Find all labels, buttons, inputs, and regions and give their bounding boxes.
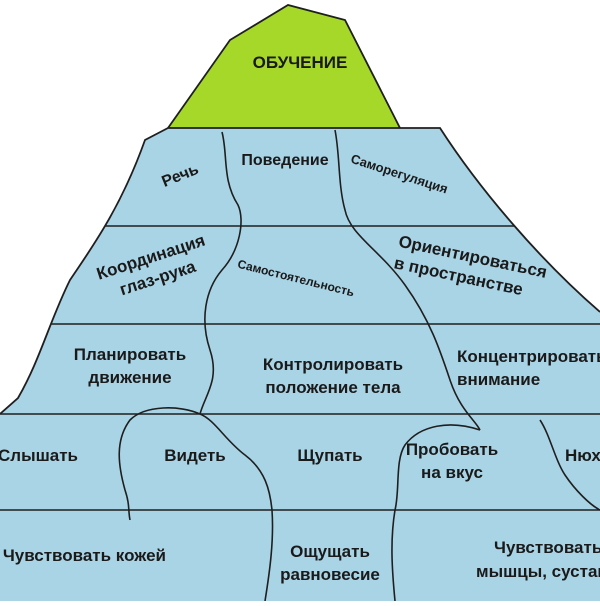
- label-skin: Чувствовать кожей: [3, 546, 166, 565]
- iceberg-outline: [0, 127, 600, 415]
- block-dividers: [118, 129, 600, 601]
- label-plan-movement-1: Планировать: [74, 345, 186, 364]
- label-taste-1: Пробовать: [406, 440, 498, 459]
- label-taste-2: на вкус: [421, 463, 483, 482]
- peak-outline: [167, 4, 401, 129]
- label-behavior: Поведение: [241, 152, 328, 169]
- label-concentrate-2: внимание: [457, 370, 540, 389]
- label-touch: Щупать: [297, 446, 362, 465]
- peak-label: ОБУЧЕНИЕ: [253, 53, 348, 72]
- iceberg-body: [0, 128, 600, 601]
- divider-bottom-b: [199, 413, 274, 601]
- label-plan-movement-2: движение: [88, 368, 171, 387]
- label-muscles-1: Чувствовать: [494, 538, 600, 557]
- label-body-position-1: Контролировать: [263, 355, 403, 374]
- divider-bottom-a: [118, 407, 201, 521]
- label-concentrate-1: Концентрировать: [457, 347, 600, 366]
- label-smell: Нюхать: [565, 446, 600, 465]
- divider-bottom-c: [391, 424, 481, 601]
- divider-left-upper: [199, 131, 242, 415]
- label-hear: Слышать: [0, 446, 78, 465]
- label-balance-2: равновесие: [280, 565, 380, 584]
- label-balance-1: Ощущать: [290, 542, 370, 561]
- divider-bottom-d: [539, 419, 600, 511]
- divider-right-upper: [334, 129, 481, 431]
- label-muscles-2: мышцы, суставы: [476, 562, 600, 581]
- label-body-position-2: положение тела: [265, 378, 401, 397]
- label-see: Видеть: [164, 446, 226, 465]
